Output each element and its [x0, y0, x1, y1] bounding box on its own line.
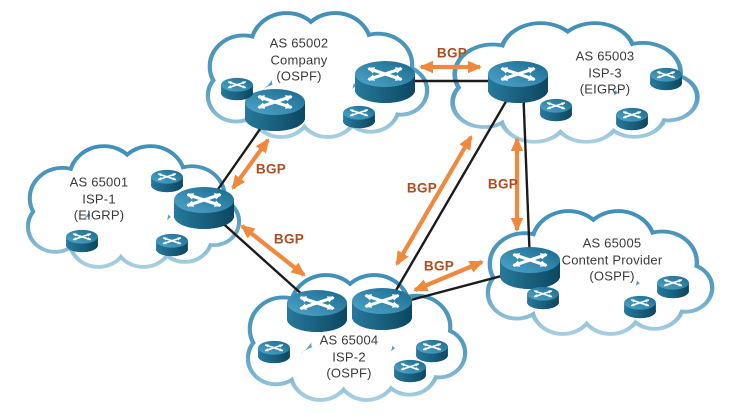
router-icon-small [156, 234, 188, 256]
bgp-label-as65001-as65002: BGP [255, 161, 287, 177]
as-number-label: AS 65003 [575, 48, 635, 64]
as-name-label: ISP-1 [82, 190, 116, 206]
router-icon-small [527, 287, 559, 309]
router-icon-as65001-edge [174, 187, 234, 229]
as-name-label: Content Provider [561, 251, 663, 267]
router-icon-small [624, 296, 656, 318]
as65005-label: AS 65005 Content Provider (OSPF) [562, 235, 663, 285]
as-protocol-label: (OSPF) [589, 268, 635, 284]
bgp-arrow-group [231, 60, 524, 292]
bgp-label-as65002-as65003: BGP [436, 45, 468, 61]
bgp-label-as65004-as65005: BGP [423, 258, 455, 274]
router-icon-small [394, 360, 426, 382]
router-icon-small [616, 108, 648, 130]
bgp-label-as65001-as65004: BGP [273, 231, 305, 247]
as-name-label: ISP-2 [332, 348, 366, 364]
as-number-label: AS 65005 [582, 235, 642, 251]
as65001-label: AS 65001 ISP-1 (EIGRP) [70, 174, 129, 224]
router-icon-small [258, 341, 290, 363]
router-icon-as65005-edge [500, 247, 560, 289]
as65004-label: AS 65004 ISP-2 (OSPF) [320, 332, 379, 382]
router-icon-small [540, 99, 572, 121]
as-name-label: ISP-3 [588, 64, 622, 80]
router-icon-as65002-edge [355, 61, 415, 103]
bgp-label-as65003-as65004: BGP [406, 180, 438, 196]
as65002-label: AS 65002 Company (OSPF) [270, 35, 329, 85]
as-number-label: AS 65004 [319, 332, 379, 348]
router-icon-small [221, 78, 253, 100]
bgp-arrow-as65001-as65002 [231, 138, 270, 190]
as-protocol-label: (OSPF) [326, 365, 372, 381]
router-icon-small [650, 68, 682, 90]
as-number-label: AS 65001 [69, 174, 129, 190]
router-icon-as65004-edge-right [352, 288, 412, 330]
router-icon-small [416, 340, 448, 362]
router-icon-as65004-edge-left [287, 290, 347, 332]
as-protocol-label: (EIGRP) [579, 81, 631, 97]
bgp-arrow-as65001-as65004 [240, 224, 306, 277]
router-icon-as65002-core [245, 89, 305, 131]
router-icon-small [151, 170, 183, 192]
as-protocol-label: (OSPF) [276, 68, 322, 84]
as-name-label: Company [270, 51, 328, 67]
link-as65003-as65005 [521, 85, 532, 264]
router-icon-small [343, 106, 375, 128]
router-icon-small [66, 230, 98, 252]
router-icon-as65003-edge [488, 61, 548, 103]
bgp-arrow-as65003-as65004 [395, 135, 473, 266]
as-number-label: AS 65002 [269, 35, 329, 51]
bgp-label-as65003-as65005: BGP [487, 176, 519, 192]
as65003-label: AS 65003 ISP-3 (EIGRP) [576, 48, 635, 98]
as-protocol-label: (EIGRP) [73, 207, 125, 223]
bgp-arrow-as65004-as65005 [413, 260, 484, 292]
